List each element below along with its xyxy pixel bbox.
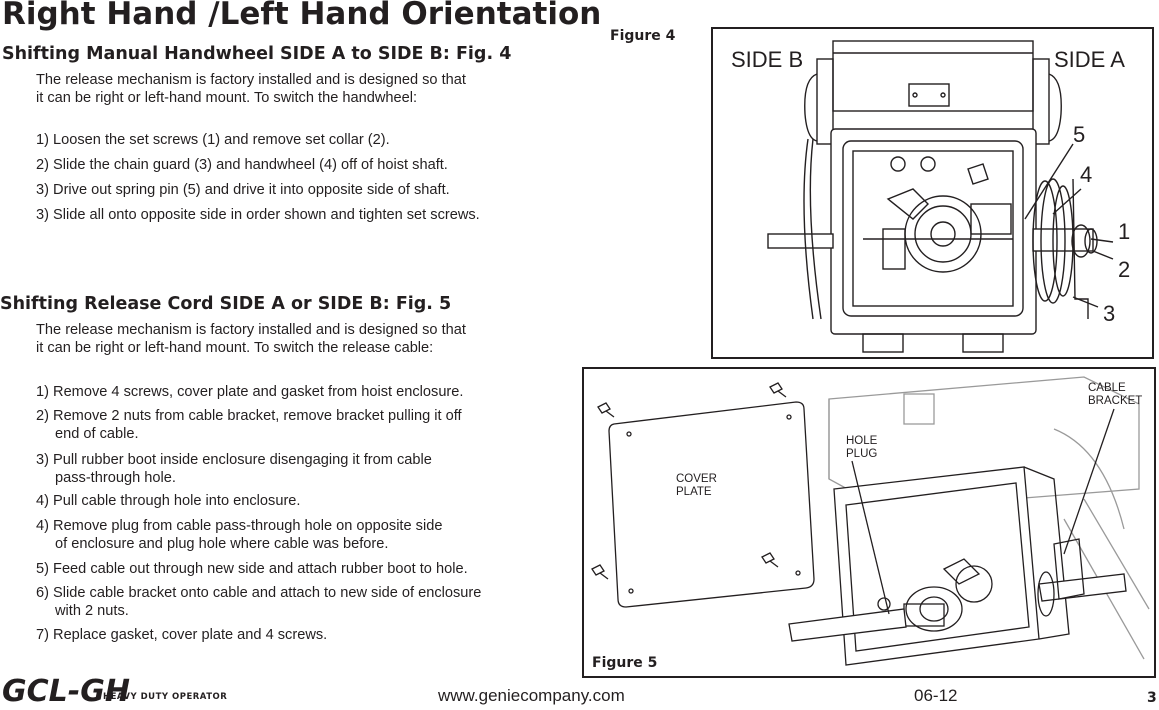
revision-date: 06-12 [914,686,958,705]
product-logo: GCL-GH [2,674,130,709]
website-url: www.geniecompany.com [438,686,625,705]
section-b-step: 1) Remove 4 screws, cover plate and gask… [36,384,464,400]
section-a-step: 2) Slide the chain guard (3) and handwhe… [36,157,448,173]
section-b-step-cont: end of cable. [55,426,139,442]
section-b-step: 7) Replace gasket, cover plate and 4 scr… [36,627,328,643]
hole-plug-label-line2: PLUG [846,448,878,460]
section-b-step-cont: with 2 nuts. [55,603,129,619]
side-b-label: SIDE B [731,47,804,72]
section-b-step: 4) Remove plug from cable pass-through h… [36,518,443,534]
section-a-step: 1) Loosen the set screws (1) and remove … [36,132,390,148]
cable-bracket-label-line1: CABLE [1088,382,1126,394]
section-b-step: 2) Remove 2 nuts from cable bracket, rem… [36,408,462,424]
section-a-intro-1: The release mechanism is factory install… [36,72,466,88]
section-b-step: 4) Pull cable through hole into enclosur… [36,493,301,509]
page-title: Right Hand /Left Hand Orientation [2,0,602,32]
cover-plate-label-line1: COVER [676,473,717,485]
section-b-heading: Shifting Release Cord SIDE A or SIDE B: … [0,294,452,314]
section-b-intro-1: The release mechanism is factory install… [36,322,466,338]
callout-3: 3 [1103,301,1116,326]
callout-2: 2 [1118,257,1131,282]
cable-bracket-label-line2: BRACKET [1088,395,1143,407]
figure-5-label: Figure 5 [592,655,658,671]
hoist-side-view-illustration [767,40,1114,353]
figure-4-box: SIDE B SIDE A 5 4 1 2 3 [711,27,1154,359]
section-b-step: 5) Feed cable out through new side and a… [36,561,468,577]
section-b-step-cont: pass-through hole. [55,470,176,486]
section-a-intro-2: it can be right or left-hand mount. To s… [36,90,418,106]
section-a-heading: Shifting Manual Handwheel SIDE A to SIDE… [2,44,512,64]
hole-plug-label-line1: HOLE [846,435,878,447]
callout-4: 4 [1080,162,1093,187]
section-b-step: 3) Pull rubber boot inside enclosure dis… [36,452,432,468]
section-a-step: 3) Drive out spring pin (5) and drive it… [36,182,450,198]
side-a-label: SIDE A [1054,47,1125,72]
section-a-step: 3) Slide all onto opposite side in order… [36,207,480,223]
figure-4-label: Figure 4 [610,28,676,44]
section-b-intro-2: it can be right or left-hand mount. To s… [36,340,434,356]
callout-5: 5 [1073,122,1086,147]
hoist-enclosure-exploded-illustration [591,376,1150,666]
section-b-step: 6) Slide cable bracket onto cable and at… [36,585,482,601]
section-b-step-cont: of enclosure and plug hole where cable w… [55,536,389,552]
callout-1: 1 [1118,219,1131,244]
product-subtitle: HEAVY DUTY OPERATOR [103,692,228,702]
cover-plate-label-line2: PLATE [676,486,712,498]
figure-5-box: COVER PLATE HOLE PLUG CABLE BRACKET Figu… [582,367,1156,678]
page-number: 3 [1147,690,1157,706]
